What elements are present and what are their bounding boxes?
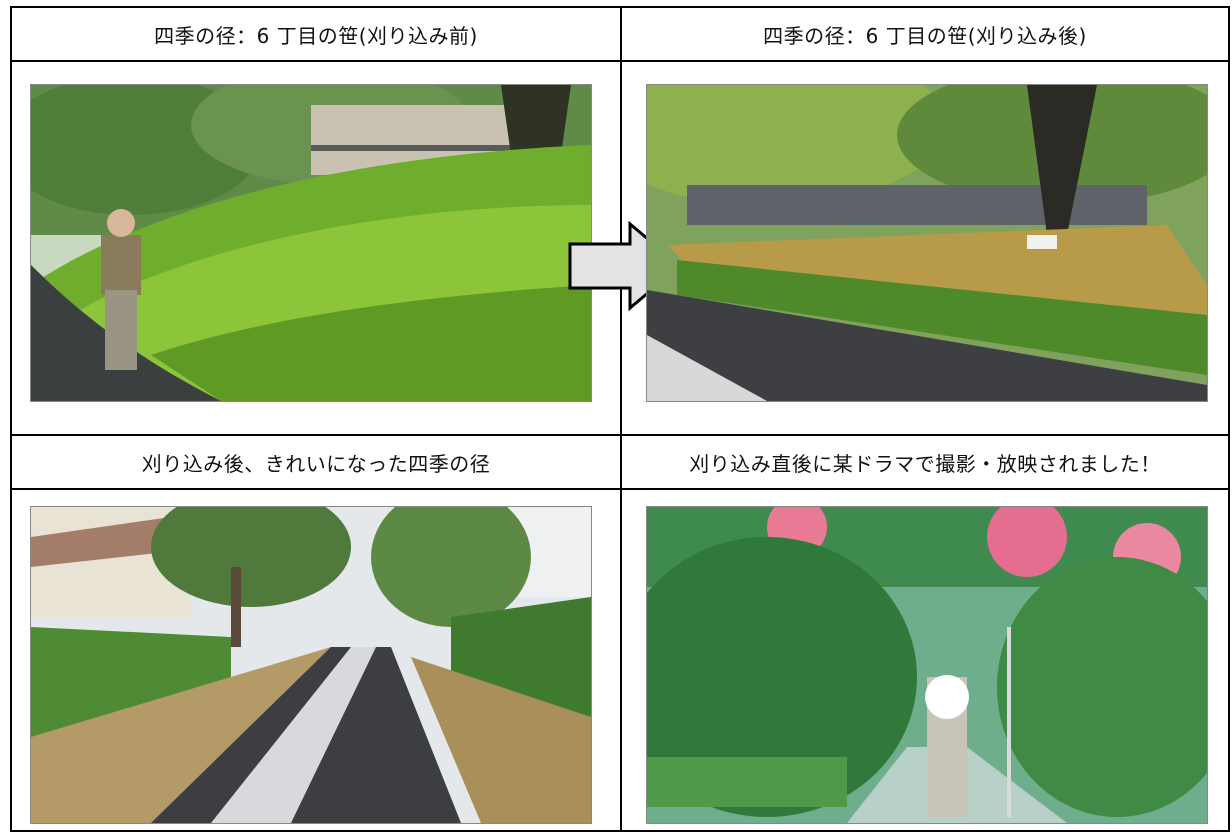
photo-bamboo-before xyxy=(30,84,592,402)
photo-drama-scene xyxy=(646,506,1208,824)
table-divider-header1 xyxy=(10,60,1230,62)
table-divider-header2 xyxy=(10,488,1230,490)
photo-bamboo-after xyxy=(646,84,1208,402)
caption-bamboo-before: 四季の径：6 丁目の笹(刈り込み前) xyxy=(154,23,478,48)
caption-bamboo-after: 四季の径：6 丁目の笹(刈り込み後) xyxy=(763,23,1087,48)
photo-comparison-table: 四季の径：6 丁目の笹(刈り込み前) 四季の径：6 丁目の笹(刈り込み後) 刈り… xyxy=(10,6,1230,832)
caption-path-after: 刈り込み後、きれいになった四季の径 xyxy=(141,451,491,476)
caption-drama-scene: 刈り込み直後に某ドラマで撮影・放映されました！ xyxy=(689,451,1161,476)
table-divider-middle xyxy=(10,434,1230,436)
table-border-left xyxy=(10,6,12,832)
table-divider-vertical xyxy=(620,6,622,832)
photo-path-after xyxy=(30,506,592,824)
table-border-right xyxy=(1228,6,1230,832)
